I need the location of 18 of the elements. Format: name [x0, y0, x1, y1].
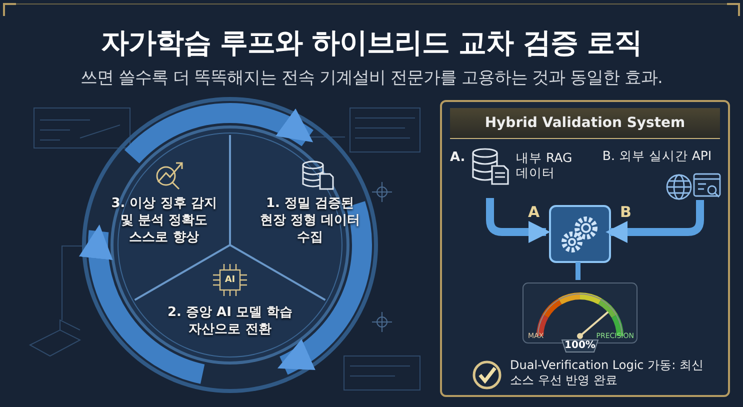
- edge-label: B: [618, 204, 634, 220]
- step-label: 3. 이상 징후 감지 및 분석 정확도 스스로 향상: [110, 195, 218, 246]
- panel-header: Hybrid Validation System: [450, 108, 720, 139]
- title: 자가학습 루프와 하이브리드 교차 검증 로직: [100, 25, 644, 61]
- source-label: 내부 RAG 데이터: [516, 150, 574, 180]
- connector-line: [576, 262, 580, 280]
- chip-label: AI: [224, 274, 236, 287]
- cycle-arrow: [80, 224, 206, 384]
- subtitle: 쓰면 쓸수록 더 똑똑해지는 전속 기계설비 전문가를 고용하는 것과 동일한 효과.: [80, 67, 664, 89]
- status-text: Dual-Verification Logic 가동: 최신 소스 우선 반영 완료: [510, 358, 704, 388]
- cycle-arrow: [278, 202, 372, 374]
- cycle-arrow: [124, 103, 314, 164]
- source-letter: A.: [450, 150, 466, 165]
- source-label: B. 외부 실시간 API: [601, 148, 713, 163]
- edge-label: A: [526, 204, 542, 220]
- step-label: 2. 증앙 AI 모델 학습 자산으로 전환: [166, 304, 294, 338]
- validation-panel: [440, 100, 730, 397]
- gauge-value: 100%: [564, 340, 596, 352]
